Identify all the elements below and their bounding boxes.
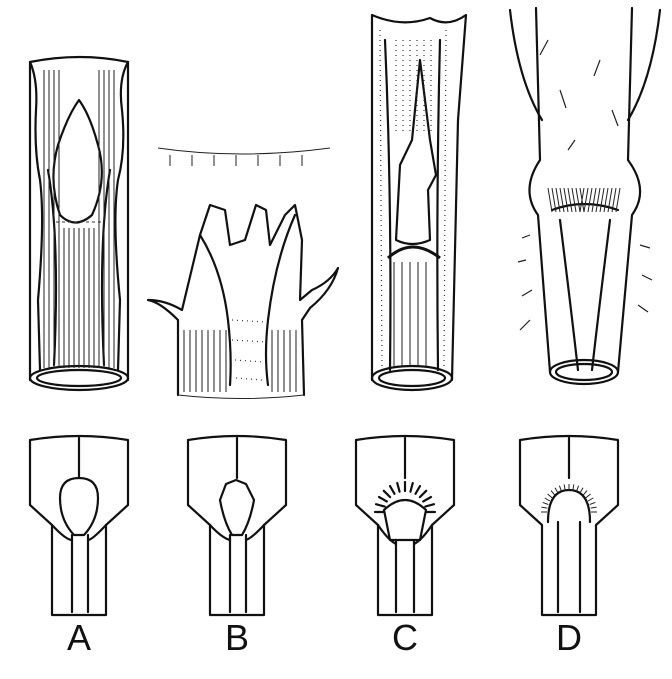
panel-label-a: A — [49, 618, 109, 658]
panel-d-sheath — [510, 8, 660, 384]
panel-label-c: C — [375, 618, 435, 658]
panel-c-fringe — [375, 482, 435, 512]
panel-b-striations — [184, 330, 296, 392]
panel-a-striations — [44, 70, 114, 368]
panel-label-b: B — [207, 618, 267, 658]
panel-label-d: D — [539, 618, 599, 658]
panel-a-ligule-outline — [30, 436, 128, 615]
panel-b-ligule — [148, 148, 338, 399]
panel-d-ligule-outline — [520, 436, 618, 615]
panel-c-sheath — [372, 15, 466, 390]
panel-c-stipple — [394, 40, 431, 366]
panel-b-ligule-outline — [188, 436, 286, 615]
panel-b-margin-ticks — [170, 155, 302, 166]
panel-c-ligule-outline — [356, 436, 454, 615]
